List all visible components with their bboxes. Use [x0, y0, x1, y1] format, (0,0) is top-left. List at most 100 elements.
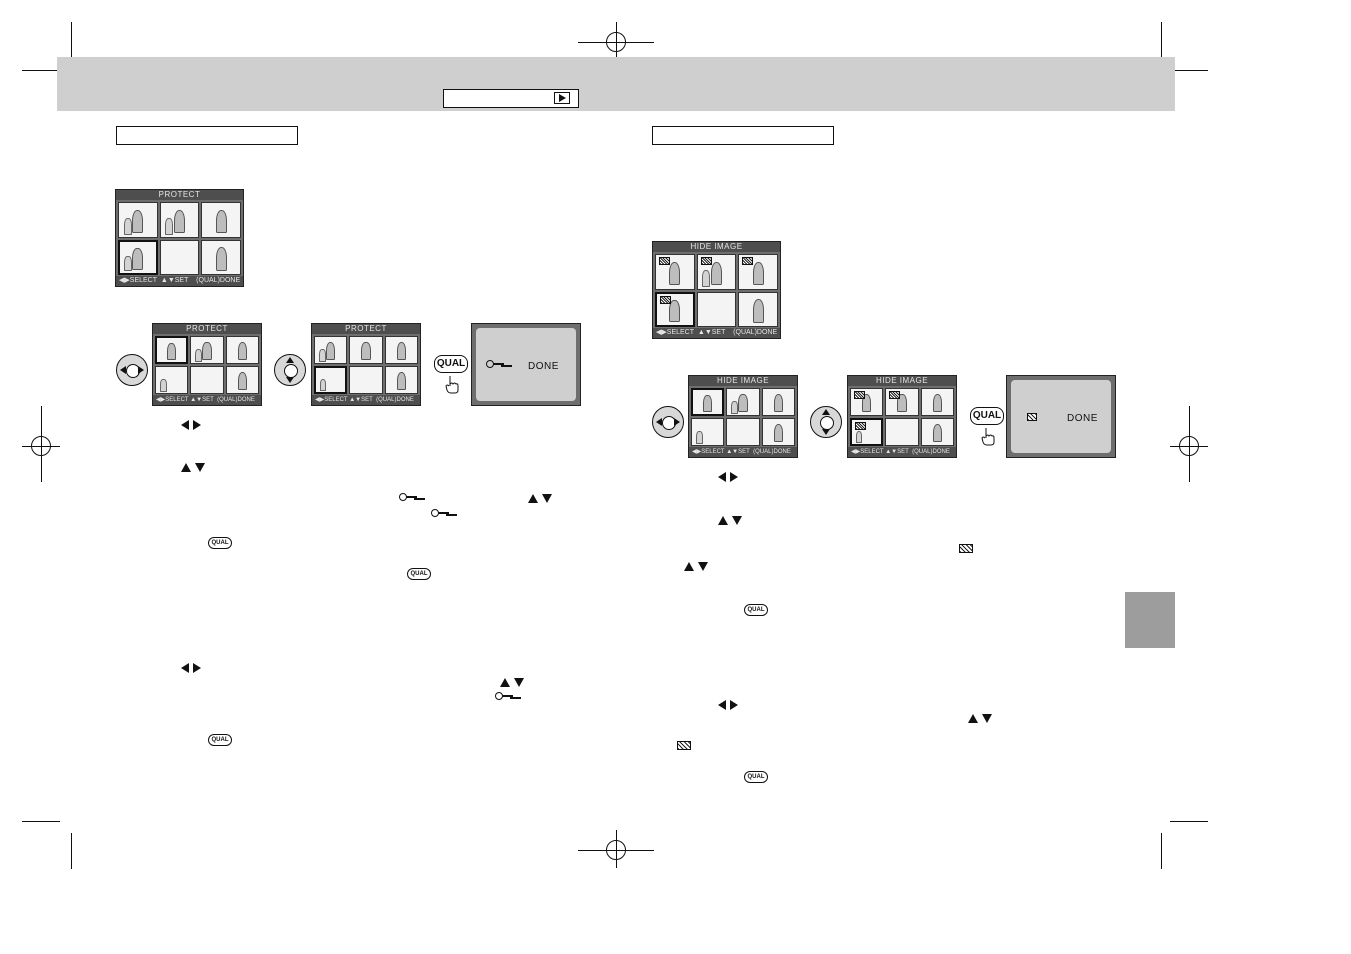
footer-set: SET	[711, 329, 726, 336]
protect-screen-large: PROTECT ◀▶SELECT ▲▼SET (QUAL)DONE	[115, 189, 244, 287]
thumbnail	[349, 366, 383, 394]
crop-mark	[1170, 821, 1208, 822]
footer-qual: QUAL	[378, 397, 395, 403]
thumbnail	[726, 418, 760, 446]
thumbnail	[885, 418, 919, 446]
footer-done: DONE	[396, 397, 414, 403]
page-header-band	[57, 57, 1175, 111]
registration-mark	[1189, 406, 1190, 482]
footer-done: DONE	[756, 329, 778, 336]
thumbnail	[225, 366, 259, 394]
registration-mark	[41, 406, 42, 482]
footer-select: SELECT	[129, 277, 158, 284]
screen-title: HIDE IMAGE	[689, 376, 797, 386]
multi-selector-icon	[116, 354, 148, 386]
thumbnail	[190, 336, 224, 364]
thumbnail	[738, 254, 778, 290]
footer-done: DONE	[773, 449, 791, 455]
footer-done: DONE	[219, 277, 241, 284]
protect-screen-step2: PROTECT ◀▶SELECT ▲▼SET (QUAL)DONE	[311, 323, 421, 406]
screen-footer: ◀▶SELECT ▲▼SET (QUAL)DONE	[116, 276, 243, 286]
thumbnail	[696, 254, 737, 290]
footer-select: SELECT	[324, 397, 348, 403]
hide-icon	[959, 544, 973, 553]
up-down-arrows	[968, 712, 996, 724]
thumbnail	[190, 366, 224, 394]
thumbnail	[349, 336, 383, 364]
thumbnail	[384, 336, 418, 364]
left-right-arrows	[718, 470, 742, 482]
thumbnail	[726, 388, 760, 416]
done-label: DONE	[528, 361, 559, 372]
left-right-arrows	[181, 418, 205, 430]
qual-button: QUAL	[970, 407, 1004, 425]
screen-footer: ◀▶SELECT ▲▼SET (QUAL)DONE	[848, 447, 956, 457]
qual-button-icon: QUAL	[407, 568, 431, 580]
thumbnail	[761, 388, 795, 416]
key-icon	[486, 360, 504, 368]
hide-icon	[677, 741, 691, 750]
key-icon	[399, 493, 417, 501]
done-dialog: DONE	[1006, 375, 1116, 458]
crop-mark	[22, 821, 60, 822]
done-dialog: DONE	[471, 323, 581, 406]
hide-screen-step1: HIDE IMAGE ◀▶SELECT ▲▼SET (QUAL)DONE	[688, 375, 798, 458]
footer-select: SELECT	[666, 329, 695, 336]
done-label: DONE	[1067, 413, 1098, 424]
thumbnail	[885, 388, 919, 416]
footer-qual: QUAL	[219, 397, 236, 403]
playback-mode-box	[443, 89, 579, 108]
footer-qual: QUAL	[198, 277, 218, 284]
crop-mark	[71, 833, 72, 869]
footer-qual: QUAL	[914, 449, 931, 455]
key-icon	[431, 509, 449, 517]
crop-mark	[71, 22, 72, 70]
up-down-arrows	[718, 514, 746, 526]
thumbnail	[850, 388, 884, 416]
footer-done: DONE	[237, 397, 255, 403]
thumbnail-selected	[155, 336, 189, 364]
multi-selector-icon	[652, 406, 684, 438]
hide-screen-step2: HIDE IMAGE ◀▶SELECT ▲▼SET (QUAL)DONE	[847, 375, 957, 458]
screen-title: PROTECT	[312, 324, 420, 334]
qual-button-icon: QUAL	[744, 604, 768, 616]
crop-mark	[1161, 833, 1162, 869]
hand-icon	[445, 376, 459, 394]
thumbnail	[696, 291, 737, 327]
thumbnail	[201, 239, 241, 275]
thumbnail	[384, 366, 418, 394]
crop-mark	[1161, 22, 1162, 70]
thumbnail	[761, 418, 795, 446]
footer-set: SET	[174, 277, 189, 284]
hide-icon	[1027, 413, 1037, 421]
section-heading-protect	[116, 126, 298, 145]
footer-qual: QUAL	[755, 449, 772, 455]
registration-mark	[1170, 446, 1208, 447]
qual-button: QUAL	[434, 355, 468, 373]
footer-set: SET	[361, 397, 373, 403]
footer-qual: QUAL	[735, 329, 755, 336]
screen-title: PROTECT	[153, 324, 261, 334]
thumbnail	[201, 202, 241, 238]
up-down-arrows	[528, 492, 556, 504]
section-heading-hide	[652, 126, 834, 145]
thumbnail-selected	[655, 291, 695, 327]
qual-button-icon: QUAL	[208, 734, 232, 746]
thumbnail	[738, 291, 778, 327]
thumbnail	[159, 202, 200, 238]
screen-title: HIDE IMAGE	[653, 242, 780, 252]
footer-select: SELECT	[701, 449, 725, 455]
footer-select: SELECT	[860, 449, 884, 455]
thumbnail	[920, 418, 954, 446]
protect-screen-step1: PROTECT ◀▶SELECT ▲▼SET (QUAL)DONE	[152, 323, 262, 406]
footer-set: SET	[738, 449, 750, 455]
screen-footer: ◀▶SELECT ▲▼SET (QUAL)DONE	[153, 395, 261, 405]
thumbnail-selected	[850, 418, 884, 446]
footer-set: SET	[202, 397, 214, 403]
screen-footer: ◀▶SELECT ▲▼SET (QUAL)DONE	[689, 447, 797, 457]
thumbnail	[655, 254, 695, 290]
hide-screen-large: HIDE IMAGE ◀▶SELECT ▲▼SET (QUAL)DONE	[652, 241, 781, 339]
crop-mark	[1170, 70, 1208, 71]
qual-button-icon: QUAL	[208, 537, 232, 549]
thumbnail	[225, 336, 259, 364]
